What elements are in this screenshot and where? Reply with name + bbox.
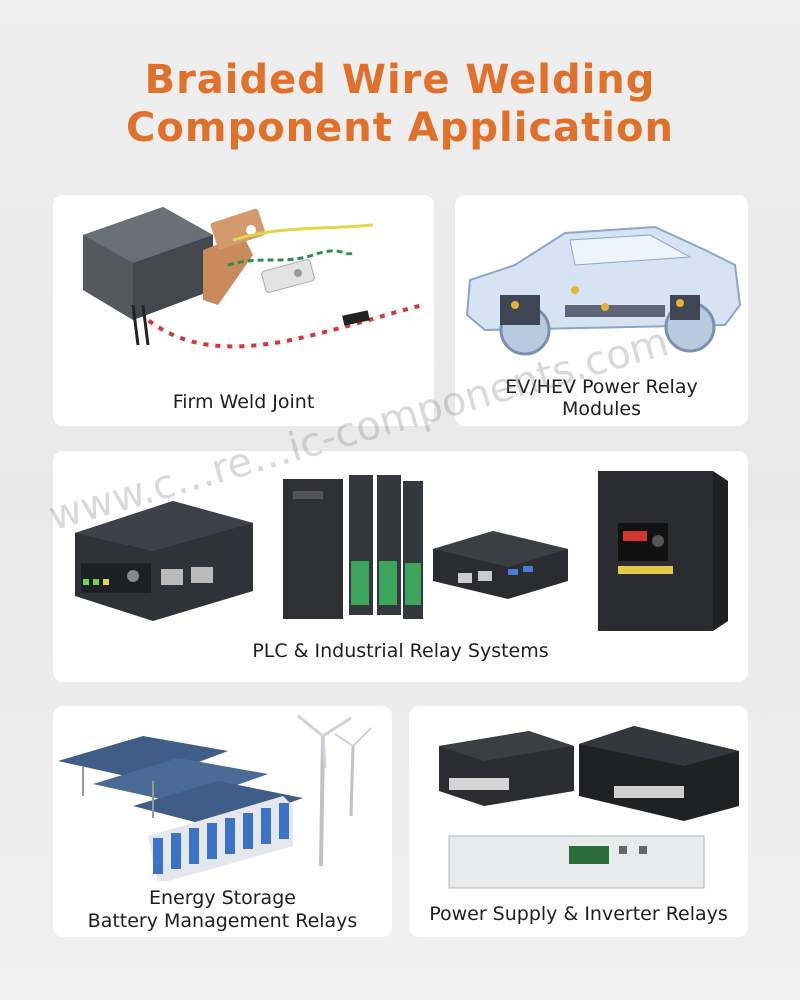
relay-weld-illustration: [83, 207, 424, 349]
transparent-car-illustration: [465, 225, 742, 356]
card-power-supply: Power Supply & Inverter Relays: [409, 706, 748, 937]
caption-energy-line-1: Energy Storage: [149, 887, 296, 909]
card-plc-industrial-relay: PLC & Industrial Relay Systems: [53, 451, 748, 682]
caption-ev-line-2: Modules: [562, 398, 641, 420]
title-line-1: Braided Wire Welding: [144, 57, 656, 103]
card-energy-storage: Energy Storage Battery Management Relays: [53, 706, 392, 937]
caption-firm-weld-joint: Firm Weld Joint: [172, 391, 315, 413]
title-line-2: Component Application: [126, 105, 674, 151]
card-ev-hev-power-relay: EV/HEV Power Relay Modules: [455, 195, 748, 426]
solar-wind-battery-illustration: [58, 714, 372, 881]
power-supply-illustration: [439, 726, 739, 889]
caption-plc: PLC & Industrial Relay Systems: [252, 640, 549, 662]
caption-power-supply: Power Supply & Inverter Relays: [429, 903, 728, 925]
caption-energy-line-2: Battery Management Relays: [87, 910, 358, 932]
plc-devices-illustration: [75, 471, 728, 631]
card-firm-weld-joint: Firm Weld Joint: [53, 195, 434, 426]
caption-ev-line-1: EV/HEV Power Relay: [505, 376, 698, 398]
